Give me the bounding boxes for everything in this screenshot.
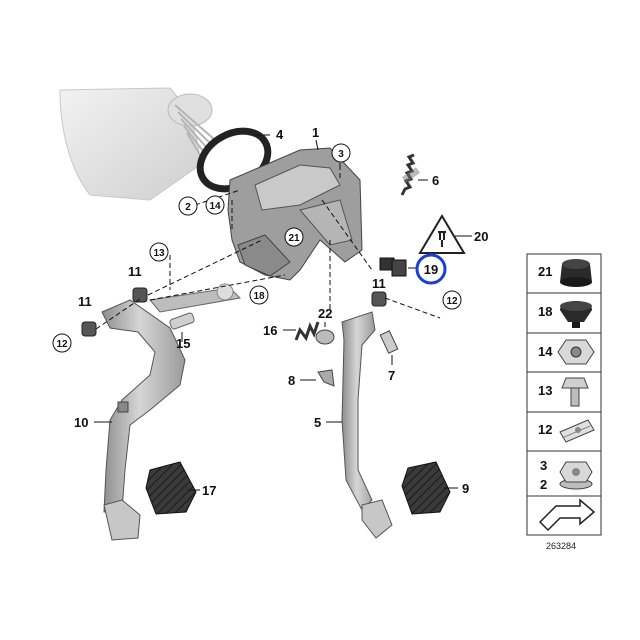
hex-bolt-icon: [561, 377, 589, 407]
bushing-22: [315, 329, 335, 345]
reference-number: 263284: [546, 541, 576, 551]
circled-callout-18: 18: [249, 285, 269, 305]
svg-text:21: 21: [288, 233, 300, 244]
legend-item-18: 18: [538, 301, 592, 328]
svg-text:3: 3: [338, 149, 344, 160]
circled-callout-3: 3: [331, 143, 351, 163]
callout-22: 22: [318, 306, 332, 321]
svg-text:18: 18: [253, 291, 265, 302]
bushing-left-lower: [81, 321, 97, 337]
circled-callout-14: 14: [205, 195, 225, 215]
callout-10: 10: [74, 415, 88, 430]
legend-item-12: 12: [538, 419, 595, 443]
callout-9: 9: [462, 481, 469, 496]
clip-nut-icon: [559, 419, 595, 443]
callout-16: 16: [263, 323, 277, 338]
brake-booster: [59, 87, 216, 201]
hex-nut-icon: [557, 339, 595, 365]
bushing-left-upper: [132, 287, 148, 303]
callout-7: 7: [388, 368, 395, 383]
warning-triangle-icon: [418, 214, 466, 254]
callout-4: 4: [276, 127, 284, 142]
circled-callout-2: 2: [178, 196, 198, 216]
callout-17: 17: [202, 483, 216, 498]
legend-item-21: 21: [538, 259, 592, 287]
brake-light-switch: [379, 257, 407, 277]
circled-callout-12-b: 12: [442, 290, 462, 310]
callout-1: 1: [312, 125, 319, 140]
clutch-pushrod: [149, 283, 242, 330]
legend-item-13: 13: [538, 377, 589, 407]
svg-text:12: 12: [56, 339, 68, 350]
callout-15: 15: [176, 336, 190, 351]
bushing-right: [371, 291, 387, 307]
pin: [379, 330, 399, 354]
svg-text:3: 3: [540, 458, 547, 473]
legend-item-14: 14: [538, 339, 595, 365]
svg-text:13: 13: [538, 383, 552, 398]
brake-pedal-pad: [401, 461, 451, 515]
assembly-lines: [95, 165, 441, 330]
svg-text:19: 19: [424, 262, 438, 277]
legend-item-3-2: 3 2: [540, 458, 593, 492]
callout-11-a: 11: [128, 264, 142, 279]
circled-callout-12-a: 12: [52, 333, 72, 353]
circled-callout-13: 13: [149, 242, 169, 262]
highlighted-callout-19: 19: [415, 253, 447, 285]
circled-callouts: 3 2 14 21 13 18 12 12: [52, 143, 462, 353]
pedal-bracket: [227, 147, 363, 281]
svg-text:13: 13: [153, 248, 165, 259]
callout-6: 6: [432, 173, 439, 188]
rubber-grommet-icon: [560, 259, 592, 287]
leader-lines: [94, 134, 472, 491]
spring: [294, 321, 320, 342]
clip: [317, 369, 335, 387]
callout-11-c: 11: [372, 276, 386, 291]
svg-text:21: 21: [538, 264, 552, 279]
callout-5: 5: [314, 415, 321, 430]
callout-11-b: 11: [78, 294, 92, 309]
svg-text:2: 2: [185, 202, 191, 213]
svg-text:12: 12: [446, 296, 458, 307]
callout-8: 8: [288, 373, 295, 388]
circled-callout-21: 21: [284, 227, 304, 247]
legend-item-arrow: [538, 498, 596, 532]
svg-text:14: 14: [538, 344, 553, 359]
arrow-icon: [538, 498, 596, 532]
clutch-pedal: [101, 299, 186, 541]
return-spring: [400, 153, 421, 196]
flange-nut-icon: [559, 461, 593, 490]
clutch-pedal-pad: [145, 461, 197, 515]
svg-text:2: 2: [540, 477, 547, 492]
brake-pedal: [341, 311, 393, 539]
callout-20: 20: [474, 229, 488, 244]
rubber-bumper-icon: [560, 301, 592, 328]
callout-labels: 1 4 6 20 11 11 11 15 16 22 7 8 10 5 17 9: [74, 125, 488, 498]
svg-text:14: 14: [209, 201, 221, 212]
svg-text:12: 12: [538, 422, 552, 437]
svg-text:18: 18: [538, 304, 552, 319]
parts-legend: 21 18 14 13: [526, 253, 602, 536]
